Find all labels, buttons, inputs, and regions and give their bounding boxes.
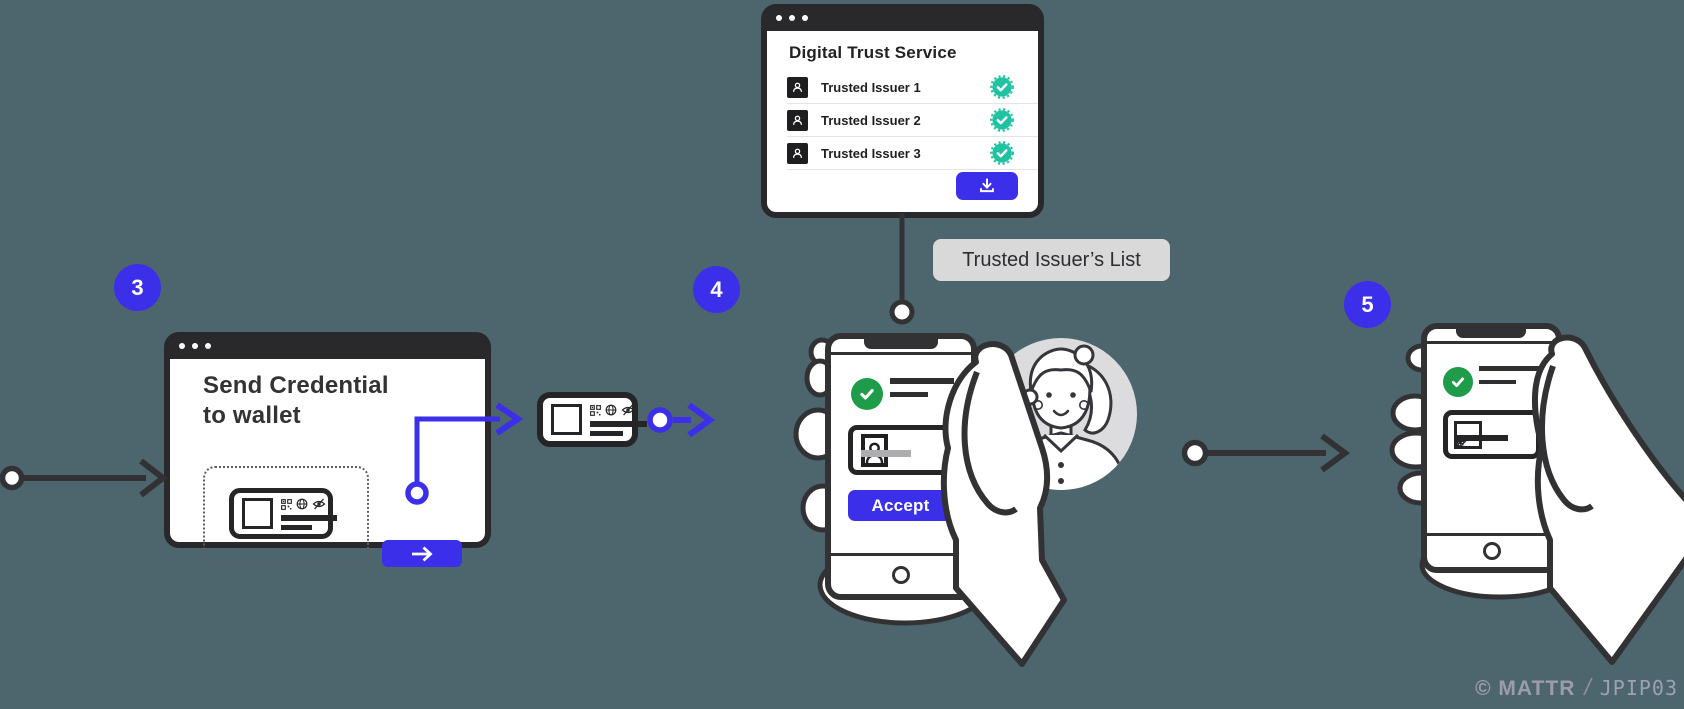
arrow-right-icon [412, 545, 433, 562]
screen-top-line [831, 352, 971, 355]
card-text-line [590, 420, 647, 427]
send-button[interactable] [382, 540, 462, 567]
card-text-line [590, 430, 623, 436]
flow-arrow-step4-to-step5 [1181, 433, 1351, 473]
titlebar-dot [205, 343, 211, 349]
card-text-line [281, 524, 312, 530]
credential-dropzone [203, 466, 369, 566]
qr-code-icon [590, 404, 601, 416]
step-badge-5: 5 [1344, 281, 1391, 328]
flow-arrow-into-step3 [0, 458, 168, 498]
person-icon [787, 109, 808, 131]
stored-credential-card [1443, 410, 1541, 459]
titlebar-dot [776, 15, 782, 21]
issuer-row[interactable]: Trusted Issuer 1 [787, 71, 1038, 104]
credential-offer-card [848, 425, 953, 475]
titlebar-dot [179, 343, 185, 349]
download-button[interactable] [956, 172, 1018, 200]
card-photo-placeholder [551, 404, 582, 435]
footer-credit: © MATTR / JPIP03 [1475, 674, 1678, 701]
credit-separator: / [1584, 674, 1591, 700]
card-text-line [1454, 434, 1487, 439]
screen-top-line [1427, 341, 1556, 344]
card-text-line [861, 450, 911, 457]
issuer-row[interactable]: Trusted Issuer 3 [787, 137, 1038, 170]
verified-check-badge [990, 108, 1014, 132]
globe-icon [296, 498, 308, 510]
titlebar-dot [789, 15, 795, 21]
phone-notch [1456, 329, 1526, 338]
home-button[interactable] [892, 566, 910, 584]
home-button[interactable] [1483, 542, 1501, 560]
globe-icon [605, 404, 617, 416]
window-titlebar [165, 333, 490, 359]
wallet-phone: Accept [825, 333, 977, 600]
screen-text-line [1479, 380, 1516, 384]
issuer-row[interactable]: Trusted Issuer 2 [787, 104, 1038, 137]
screen-text-line [890, 378, 954, 384]
qr-code-icon [281, 498, 292, 510]
issuer-label: Trusted Issuer 1 [821, 79, 921, 95]
verified-check-badge [990, 141, 1014, 165]
step-badge-3: 3 [114, 264, 161, 311]
card-photo-placeholder [242, 498, 273, 529]
diagram-code: JPIP03 [1599, 676, 1678, 700]
issuer-label: Trusted Issuer 2 [821, 112, 921, 128]
window-titlebar [762, 5, 1043, 31]
screen-text-line [890, 392, 928, 397]
holder-phone [1421, 323, 1562, 573]
send-credential-title: Send Credential to wallet [203, 372, 389, 429]
eye-slash-icon [312, 498, 326, 510]
screen-text-line [1479, 366, 1542, 371]
trust-service-connector [889, 213, 915, 325]
download-icon [980, 178, 994, 193]
window-body: Send Credential to wallet [170, 359, 485, 567]
success-check-icon [1443, 367, 1473, 397]
person-avatar [985, 338, 1137, 490]
credential-arrow-blue [647, 402, 716, 438]
credential-card-icon [229, 488, 337, 539]
mattr-logo: © MATTR [1475, 677, 1576, 700]
trust-service-title: Digital Trust Service [789, 43, 957, 62]
titlebar-dot [802, 15, 808, 21]
digital-trust-service-window: Digital Trust Service Trusted Issuer 1 T… [762, 5, 1043, 217]
credential-card-icon [537, 392, 647, 447]
accept-button[interactable]: Accept [848, 490, 953, 521]
success-check-icon [851, 378, 883, 410]
trusted-issuers-list-label: Trusted Issuer’s List [933, 239, 1170, 281]
eye-slash-icon [621, 404, 635, 416]
person-icon [787, 76, 808, 98]
titlebar-dot [192, 343, 198, 349]
card-text-line [281, 514, 337, 521]
phone-notch [864, 339, 938, 349]
step-badge-4: 4 [693, 266, 740, 313]
verified-check-badge [990, 75, 1014, 99]
person-icon [787, 142, 808, 164]
screen-bottom-line [831, 553, 971, 556]
send-credential-window: Send Credential to wallet [165, 333, 490, 567]
screen-bottom-line [1427, 533, 1556, 536]
window-body: Digital Trust Service Trusted Issuer 1 T… [767, 31, 1038, 212]
issuer-label: Trusted Issuer 3 [821, 145, 921, 161]
